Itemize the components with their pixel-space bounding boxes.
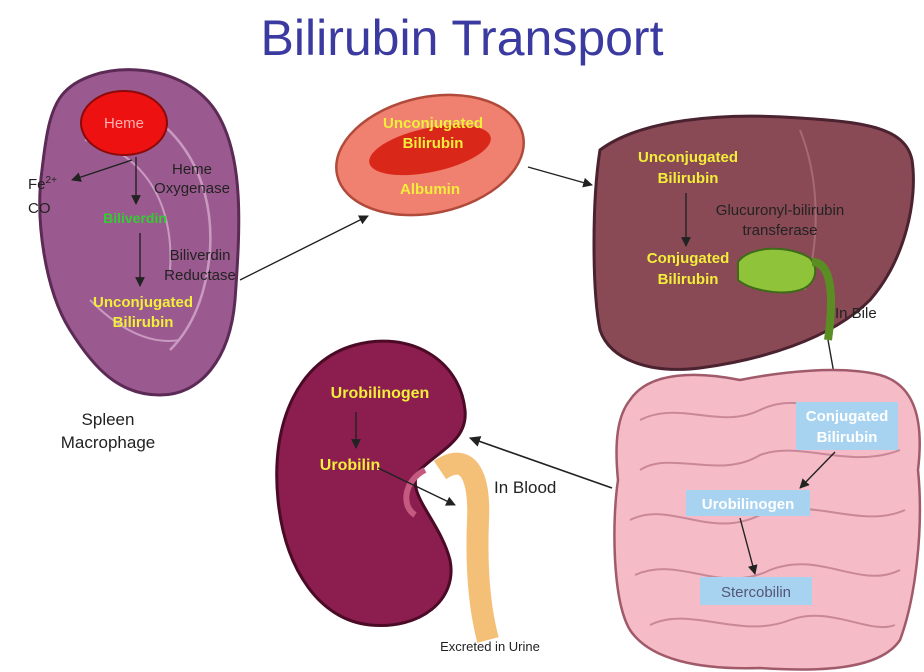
kidney-urobilinogen-label: Urobilinogen (331, 385, 430, 402)
liver-enzyme-label-line2: transferase (742, 222, 817, 239)
excreted-label: Excreted in Urine (440, 639, 540, 654)
biliverdin-reductase-label-line2: Reductase (164, 267, 236, 284)
diagram-title: Bilirubin Transport (261, 10, 664, 66)
albumin-unconjugated-label-line1: Unconjugated (383, 115, 483, 132)
co-label: CO (28, 200, 51, 217)
biliverdin-label: Biliverdin (103, 210, 167, 226)
intestine-conjugated-label-line1: Conjugated (806, 408, 889, 425)
kidney-organ (277, 341, 466, 625)
liver-enzyme-label-line1: Glucuronyl-bilirubin (716, 202, 844, 219)
heme-label: Heme (104, 115, 144, 132)
heme-oxygenase-label-line1: Heme (172, 161, 212, 178)
stercobilin-label: Stercobilin (721, 584, 791, 601)
albumin-cell (325, 79, 535, 232)
albumin-unconjugated-label-line2: Bilirubin (403, 135, 464, 152)
in-blood-label: In Blood (494, 478, 556, 497)
spleen-to-albumin-arrow (240, 216, 368, 280)
kidney-urobilin-label: Urobilin (320, 457, 380, 474)
in-bile-label: In Bile (835, 305, 877, 322)
biliverdin-reductase-label-line1: Biliverdin (170, 247, 231, 264)
albumin-to-liver-arrow (528, 167, 592, 185)
intestine-urobilinogen-label: Urobilinogen (702, 496, 795, 513)
spleen-unconjugated-label-line2: Bilirubin (113, 314, 174, 331)
intestine-conjugated-label-line2: Bilirubin (817, 429, 878, 446)
liver-unconjugated-label-line2: Bilirubin (658, 170, 719, 187)
liver-conjugated-label-line1: Conjugated (647, 250, 730, 267)
albumin-label: Albumin (400, 181, 460, 198)
spleen-caption-line1: Spleen (82, 410, 135, 429)
liver-unconjugated-label-line1: Unconjugated (638, 149, 738, 166)
heme-oxygenase-label-line2: Oxygenase (154, 180, 230, 197)
liver-conjugated-label-line2: Bilirubin (658, 271, 719, 288)
spleen-caption-line2: Macrophage (61, 433, 156, 452)
spleen-unconjugated-label-line1: Unconjugated (93, 294, 193, 311)
